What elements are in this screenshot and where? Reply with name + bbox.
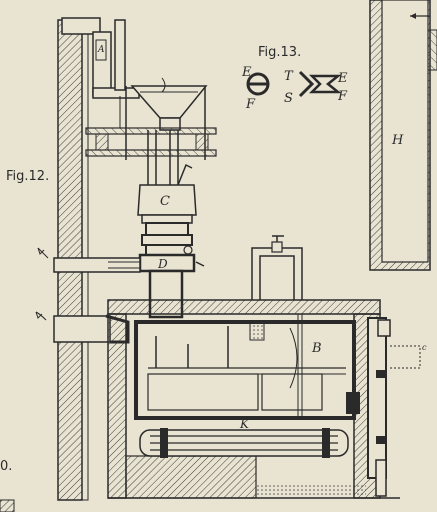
hopper: [130, 77, 208, 131]
fig13-label-f-left: F: [245, 97, 256, 112]
column-h: [369, 0, 437, 271]
label-d: D: [157, 257, 168, 271]
fig13-label-t: T: [284, 69, 294, 84]
side-flue-upper: [37, 247, 141, 273]
heating-tubes-k: [139, 428, 349, 458]
fig12-caption: Fig.12.: [6, 169, 49, 184]
pipe-b: [251, 235, 303, 420]
label-c-small: c: [422, 343, 427, 352]
label-b: B: [311, 341, 322, 356]
fig13-label-e-right: E: [337, 71, 348, 86]
margin-number: 0.: [0, 459, 12, 474]
right-fittings: [346, 313, 421, 499]
fig13-label-e-left: E: [241, 65, 252, 80]
label-a: A: [97, 45, 105, 55]
feed-pipes: [147, 130, 193, 186]
fig13-label-f-right: F: [337, 89, 348, 104]
label-h: H: [391, 133, 404, 148]
fig13-diagram: [246, 70, 342, 98]
furnace-brickwork: [107, 299, 400, 499]
boiler-vessel: [134, 320, 356, 420]
vessel-c: [137, 184, 197, 224]
gallery-platform: [85, 86, 217, 160]
label-c: C: [160, 194, 170, 209]
fig13-caption: Fig.13.: [258, 45, 301, 60]
label-k: K: [239, 417, 250, 431]
fig13-label-s: S: [284, 91, 293, 106]
corner-block: [0, 499, 15, 512]
